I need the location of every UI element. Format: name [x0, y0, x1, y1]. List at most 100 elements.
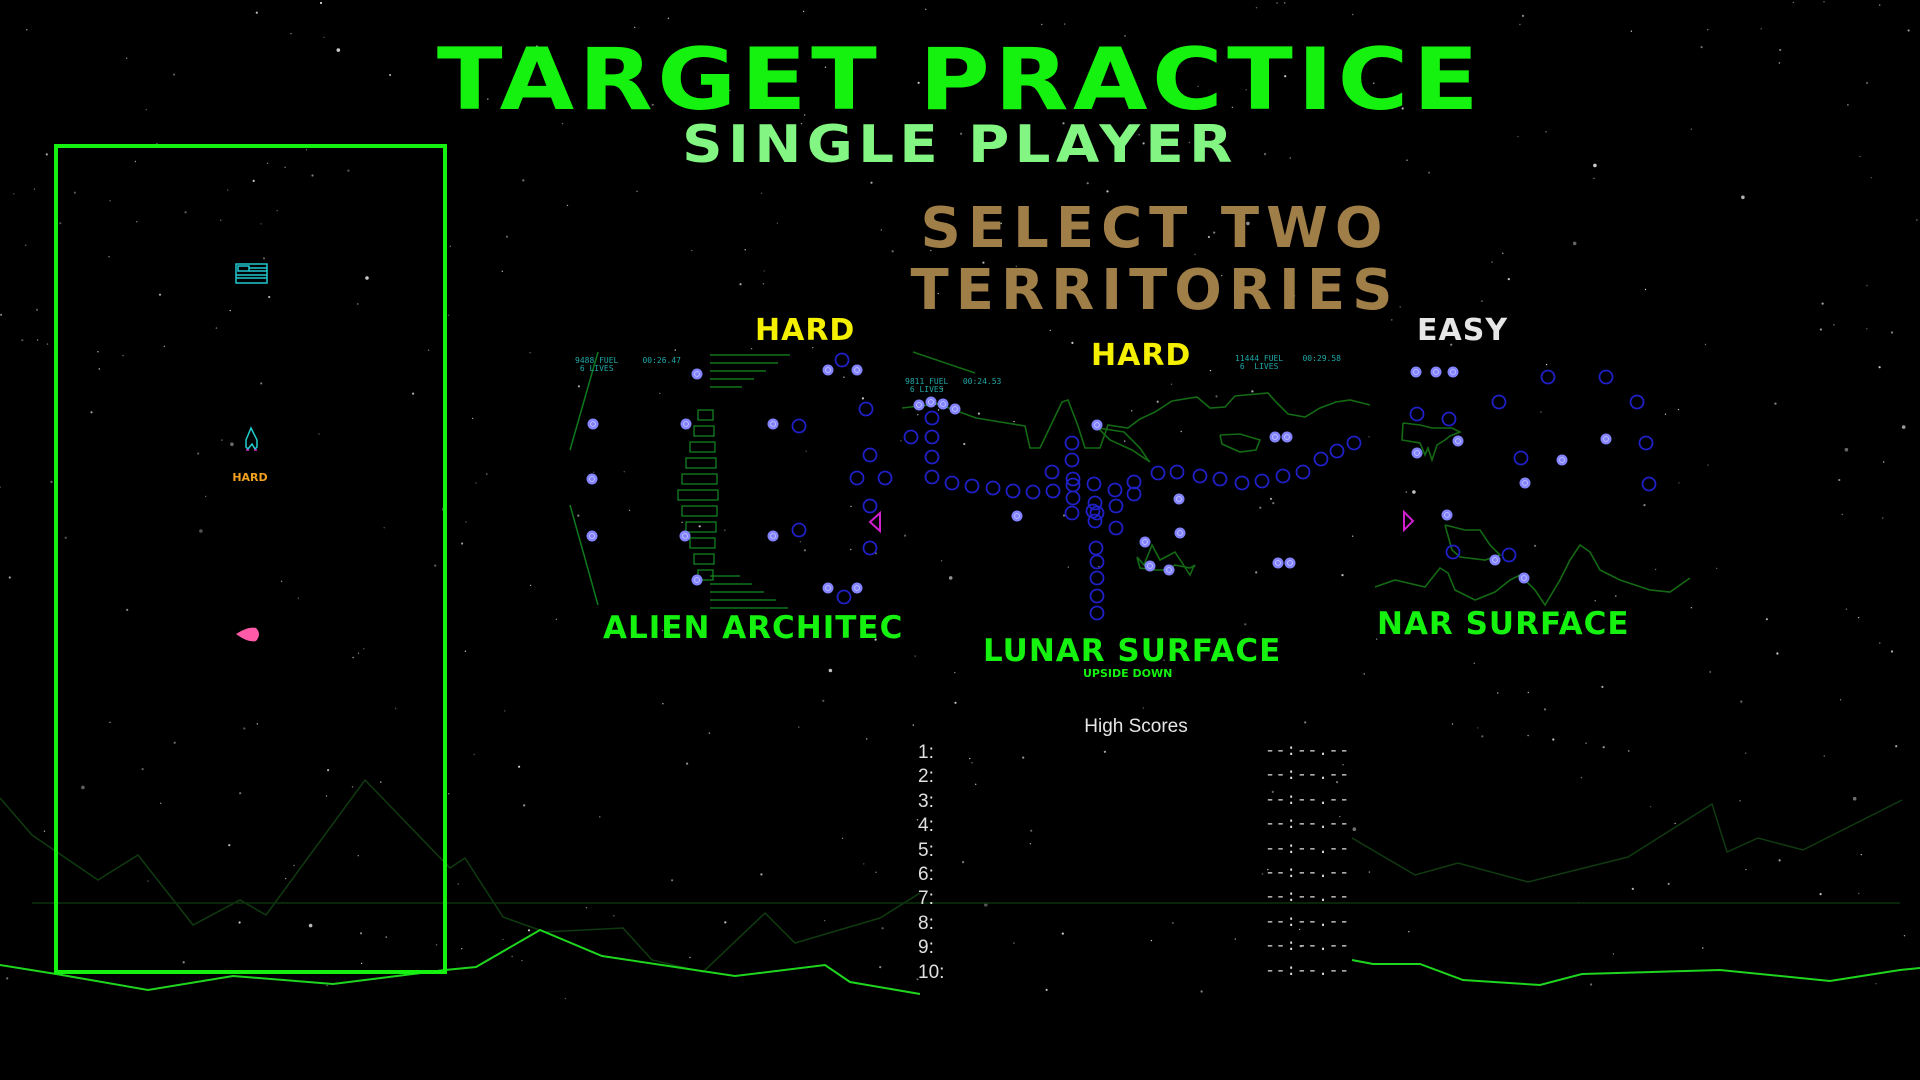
- territory-card-alien-architecture[interactable]: HARD 9488 FUEL 00:26.47 6 LIVES ALIEN AR…: [565, 310, 905, 650]
- high-score-time: --:--.--: [1265, 790, 1350, 809]
- target-ring-icon: [1641, 476, 1657, 492]
- target-ring-icon: [903, 429, 919, 445]
- target-filled-icon: [1430, 366, 1442, 378]
- target-filled-icon: [1139, 536, 1151, 548]
- high-score-row: 1: --:--.--: [918, 742, 1350, 766]
- high-score-time: --:--.--: [1265, 864, 1350, 882]
- target-filled-icon: [1411, 447, 1423, 459]
- target-filled-icon: [1410, 366, 1422, 378]
- target-ring-icon: [1108, 520, 1124, 536]
- target-ring-icon: [1150, 465, 1166, 481]
- target-ring-icon: [1064, 435, 1080, 451]
- high-score-rank: 8:: [918, 912, 934, 934]
- target-ring-icon: [1107, 482, 1123, 498]
- target-filled-icon: [767, 418, 779, 430]
- flag-icon: [235, 263, 268, 284]
- target-filled-icon: [822, 364, 834, 376]
- target-ring-icon: [1234, 475, 1250, 491]
- high-score-time: --:--.--: [1265, 815, 1350, 834]
- target-ring-icon: [862, 498, 878, 514]
- target-filled-icon: [680, 418, 692, 430]
- target-ring-icon: [1089, 554, 1105, 570]
- left-panel-difficulty-label: HARD: [232, 471, 268, 484]
- hud-lives: 6: [579, 364, 585, 373]
- target-ring-icon: [1087, 513, 1103, 529]
- background-hills-right: [1351, 799, 1903, 883]
- target-ring-icon: [924, 469, 940, 485]
- target-ring-icon: [1212, 471, 1228, 487]
- target-ring-icon: [1045, 483, 1061, 499]
- territory-hud: 9811 FUEL 00:24.53 6 LIVES: [905, 377, 1002, 394]
- target-filled-icon: [822, 582, 834, 594]
- target-ring-icon: [1409, 406, 1425, 422]
- target-filled-icon: [851, 582, 863, 594]
- high-score-time: --:--.--: [1265, 742, 1350, 760]
- high-score-row: 7:--:--.--: [918, 888, 1350, 912]
- target-ring-icon: [924, 410, 940, 426]
- high-score-rank: 9:: [918, 937, 934, 959]
- high-score-rank: 2:: [918, 766, 934, 788]
- territory-difficulty: HARD: [1091, 338, 1192, 373]
- target-ring-icon: [944, 475, 960, 491]
- target-ring-icon: [1064, 452, 1080, 468]
- high-score-time: --:--.--: [1265, 912, 1350, 931]
- target-filled-icon: [1091, 419, 1103, 431]
- target-filled-icon: [1489, 554, 1501, 566]
- target-filled-icon: [1269, 431, 1281, 443]
- selection-panel[interactable]: [56, 146, 445, 972]
- target-ring-icon: [1501, 547, 1517, 563]
- high-score-time: --:--.--: [1265, 961, 1350, 980]
- territory-name: ALIEN ARCHITEC: [603, 610, 904, 646]
- territory-card-lunar-upside-down[interactable]: HARD 9811 FUEL 00:24.53 6 LIVES 11444 FU…: [900, 335, 1380, 685]
- background-hills: [0, 778, 921, 973]
- high-score-rank: 6:: [918, 864, 934, 885]
- target-ring-icon: [1346, 435, 1362, 451]
- territory-hud: 9488 FUEL 00:26.47 6 LIVES: [575, 357, 681, 373]
- high-score-rank: 5:: [918, 839, 934, 861]
- target-ring-icon: [1441, 411, 1457, 427]
- territory-card-lunar-surface[interactable]: EASY NAR SURFACE: [1375, 310, 1695, 650]
- target-ring-icon: [964, 478, 980, 494]
- target-filled-icon: [1163, 564, 1175, 576]
- high-score-time: --:--.--: [1265, 888, 1350, 907]
- target-ring-icon: [791, 418, 807, 434]
- target-ring-icon: [1108, 498, 1124, 514]
- target-filled-icon: [691, 574, 703, 586]
- target-filled-icon: [1600, 433, 1612, 445]
- high-score-time: --:--.--: [1265, 766, 1350, 785]
- target-ring-icon: [1295, 464, 1311, 480]
- target-ring-icon: [1126, 474, 1142, 490]
- pink-blob-icon: [236, 627, 259, 642]
- target-ring-icon: [1089, 588, 1105, 604]
- high-score-rank: 1:: [918, 742, 934, 763]
- target-filled-icon: [1144, 560, 1156, 572]
- target-ring-icon: [834, 352, 850, 368]
- game-mode-subtitle: SINGLE PLAYER: [682, 115, 1238, 175]
- target-ring-icon: [1629, 394, 1645, 410]
- high-score-rank: 4:: [918, 815, 934, 837]
- target-filled-icon: [1281, 431, 1293, 443]
- high-score-row: 5: --:--.--: [918, 840, 1350, 864]
- target-ring-icon: [985, 480, 1001, 496]
- target-ring-icon: [858, 401, 874, 417]
- high-score-row: 10:--:--.--: [918, 962, 1350, 986]
- target-ring-icon: [1064, 505, 1080, 521]
- target-ring-icon: [862, 540, 878, 556]
- territory-difficulty: EASY: [1417, 313, 1509, 348]
- target-ring-icon: [1044, 464, 1060, 480]
- target-filled-icon: [937, 398, 949, 410]
- target-filled-icon: [1452, 435, 1464, 447]
- target-ring-icon: [1086, 476, 1102, 492]
- target-ring-icon: [877, 470, 893, 486]
- territory-hud-secondary: 11444 FUEL 00:29.58 6 LIVES: [1235, 354, 1341, 371]
- high-score-row: 2: --:--.--: [918, 766, 1350, 790]
- target-filled-icon: [1519, 477, 1531, 489]
- ship-icon: [245, 426, 258, 451]
- target-ring-icon: [924, 429, 940, 445]
- high-score-row: 9:--:--.--: [918, 937, 1350, 961]
- high-score-time: --:--.--: [1265, 839, 1350, 858]
- target-filled-icon: [949, 403, 961, 415]
- target-filled-icon: [925, 396, 937, 408]
- target-filled-icon: [1556, 454, 1568, 466]
- target-ring-icon: [1089, 505, 1105, 521]
